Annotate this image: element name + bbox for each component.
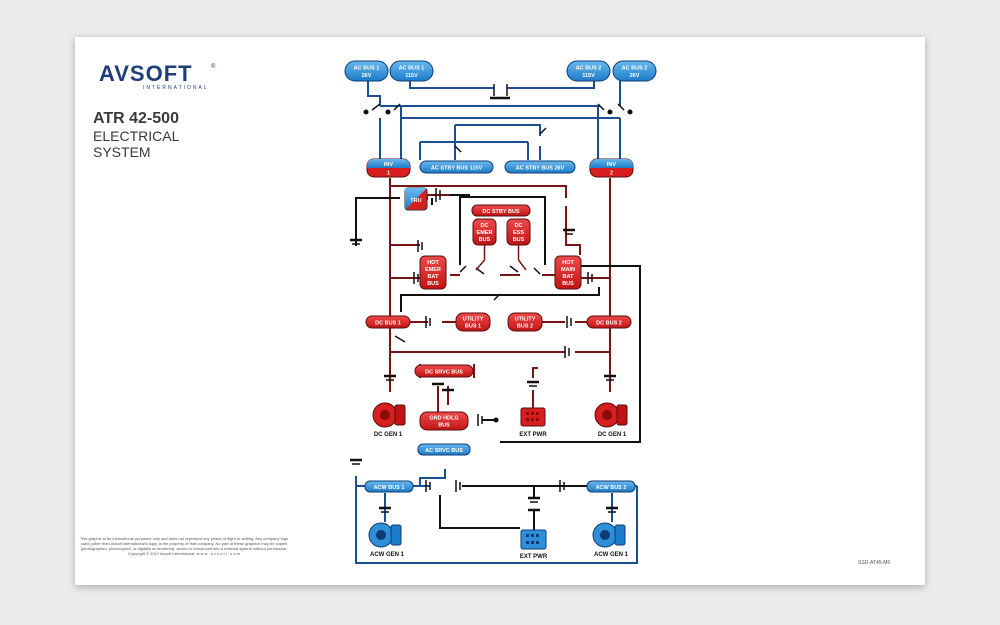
ac-bus-1-26v-line2: 26V bbox=[362, 73, 372, 79]
diagram-sheet bbox=[75, 37, 925, 585]
hot-emer-line1: HOT bbox=[427, 260, 439, 266]
hot-main-line4: BUS bbox=[562, 281, 574, 287]
ac-bus-2-26v-line1: AC BUS 2 bbox=[622, 66, 648, 72]
dc-srvc-bus-label: DC SRVC BUS bbox=[425, 369, 463, 375]
inverter-1-line2: 1 bbox=[387, 171, 390, 177]
acw-bus-2-label: ACW BUS 2 bbox=[596, 485, 627, 491]
inverter-2-line2: 2 bbox=[610, 171, 613, 177]
logo-subtitle: INTERNATIONAL bbox=[143, 85, 209, 91]
dc-bus-1: DC BUS 1 bbox=[365, 315, 411, 329]
dc-emer-line2: EMER bbox=[477, 230, 493, 236]
gnd-hdlg-line1: GND HDLG bbox=[429, 416, 458, 422]
dc-stby-links bbox=[475, 245, 527, 271]
acw-bus-1-label: ACW BUS 1 bbox=[374, 485, 405, 491]
contactors bbox=[350, 84, 633, 513]
hot-emer-line2: EMER bbox=[425, 267, 441, 273]
dc-gen-1-right-label: DC GEN 1 bbox=[598, 432, 627, 438]
inverter-2-line1: INV bbox=[607, 162, 617, 168]
ac-bus-1-26v-line1: AC BUS 1 bbox=[354, 66, 380, 72]
gnd-hdlg-bus: GND HDLG BUS bbox=[419, 411, 469, 431]
ac-bus-1-115v: AC BUS 1 115V bbox=[389, 60, 434, 82]
neutral-wiring bbox=[355, 194, 641, 530]
ac-bus-2-115v-line1: AC BUS 2 bbox=[576, 66, 602, 72]
dc-ext-pwr-label: EXT PWR bbox=[519, 432, 547, 438]
hot-emer-line4: BUS bbox=[427, 281, 439, 287]
utility-bus-2: UTILITY BUS 2 bbox=[507, 312, 543, 332]
ac-bus-2-26v-line2: 26V bbox=[630, 73, 640, 79]
utility-bus-1-line2: BUS 1 bbox=[465, 324, 481, 330]
inverter-1-line1: INV bbox=[384, 162, 394, 168]
ac-stby-bus-115v: AC STBY BUS 115V bbox=[419, 160, 494, 174]
copyright-notice: This graphic is for instructional purpos… bbox=[79, 536, 289, 556]
tru: TRU bbox=[404, 187, 428, 211]
ac-bus-2-26v: AC BUS 2 26V bbox=[612, 60, 657, 82]
logo-wordmark: AVSOFT bbox=[99, 61, 193, 86]
acw-gen-1-right-label: ACW GEN 1 bbox=[594, 552, 629, 558]
dc-gen-1-left: DC GEN 1 bbox=[372, 402, 406, 438]
gnd-hdlg-line2: BUS bbox=[438, 423, 450, 429]
dc-bus-2-label: DC BUS 2 bbox=[596, 320, 622, 326]
utility-bus-1-line1: UTILITY bbox=[463, 317, 484, 323]
acw-gen-1-left: ACW GEN 1 bbox=[368, 522, 405, 558]
dc-emer-line1: DC bbox=[481, 223, 489, 229]
inverter-2: INV 2 bbox=[589, 158, 634, 178]
dc-ess-line1: DC bbox=[515, 223, 523, 229]
tru-label: TRU bbox=[410, 198, 421, 204]
inverter-1: INV 1 bbox=[366, 158, 411, 178]
dc-bus-1-label: DC BUS 1 bbox=[375, 320, 401, 326]
dc-ess-line2: ESS bbox=[513, 230, 524, 236]
ac-wiring bbox=[355, 80, 638, 564]
utility-bus-2-line1: UTILITY bbox=[515, 317, 536, 323]
page-title: ATR 42-500 bbox=[93, 110, 179, 127]
dc-srvc-bus: DC SRVC BUS bbox=[414, 364, 474, 378]
logo-trademark: ® bbox=[211, 64, 216, 70]
utility-bus-1: UTILITY BUS 1 bbox=[455, 312, 491, 332]
dc-ess-bus: DC ESS BUS bbox=[506, 218, 531, 246]
dc-emer-line3: BUS bbox=[479, 237, 491, 243]
dc-bus-2: DC BUS 2 bbox=[586, 315, 632, 329]
dc-gen-1-right: DC GEN 1 bbox=[594, 402, 628, 438]
dc-stby-bus-label: DC STBY BUS bbox=[482, 209, 520, 215]
ac-srvc-bus: AC SRVC BUS bbox=[417, 443, 471, 456]
acw-gen-1-left-label: ACW GEN 1 bbox=[370, 552, 405, 558]
dc-ess-line3: BUS bbox=[513, 237, 525, 243]
hot-main-line1: HOT bbox=[562, 260, 574, 266]
dc-emer-bus: DC EMER BUS bbox=[472, 218, 497, 246]
ac-stby-bus-26v: AC STBY BUS 26V bbox=[504, 160, 576, 174]
page-subtitle: ELECTRICAL SYSTEM bbox=[93, 128, 179, 160]
ac-bus-2-115v-line2: 115V bbox=[582, 73, 595, 79]
acw-gen-1-right: ACW GEN 1 bbox=[592, 522, 629, 558]
ac-bus-1-115v-line2: 115V bbox=[405, 73, 418, 79]
ac-ext-pwr-label: EXT PWR bbox=[520, 554, 548, 560]
ac-ext-pwr: EXT PWR bbox=[520, 529, 548, 560]
hot-main-line2: MAIN bbox=[561, 267, 575, 273]
utility-bus-2-line2: BUS 2 bbox=[517, 324, 533, 330]
ac-srvc-bus-label: AC SRVC BUS bbox=[425, 448, 463, 454]
avsoft-logo: AVSOFT ® INTERNATIONAL bbox=[99, 63, 219, 93]
ac-bus-2-115v: AC BUS 2 115V bbox=[566, 60, 611, 82]
dc-gen-1-left-label: DC GEN 1 bbox=[374, 432, 403, 438]
ac-stby-bus-26v-label: AC STBY BUS 26V bbox=[516, 165, 565, 171]
ac-bus-1-26v: AC BUS 1 26V bbox=[344, 60, 389, 82]
acw-bus-2: ACW BUS 2 bbox=[586, 480, 636, 493]
dc-ext-pwr: EXT PWR bbox=[519, 407, 547, 438]
ac-bus-1-115v-line1: AC BUS 1 bbox=[399, 66, 425, 72]
hot-emer-line3: BAT bbox=[428, 274, 440, 280]
hot-emer-bat-bus: HOT EMER BAT BUS bbox=[419, 255, 447, 290]
acw-bus-1: ACW BUS 1 bbox=[364, 480, 414, 493]
ac-stby-bus-115v-label: AC STBY BUS 115V bbox=[431, 165, 483, 171]
dc-stby-bus: DC STBY BUS bbox=[471, 204, 531, 217]
document-id: SSD-AT45-M6 bbox=[858, 560, 891, 566]
hot-main-line3: BAT bbox=[563, 274, 575, 280]
hot-main-bat-bus: HOT MAIN BAT BUS bbox=[554, 255, 582, 290]
